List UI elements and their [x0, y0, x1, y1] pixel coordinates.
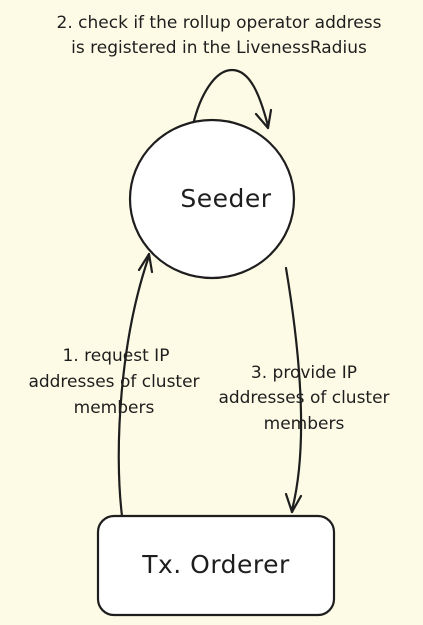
- step1-line-2: addresses of cluster: [28, 372, 199, 392]
- step3-label: 3. provide IP addresses of cluster membe…: [218, 363, 389, 434]
- request-arrow: [117, 252, 154, 518]
- orderer-label: Tx. Orderer: [141, 550, 290, 579]
- step1-line-3: members: [74, 398, 155, 418]
- orderer-node: Tx. Orderer: [96, 514, 336, 617]
- self-loop-arrow: [191, 68, 273, 130]
- step2-label: 2. check if the rollup operator address …: [57, 13, 382, 58]
- seeder-label: Seeder: [180, 184, 271, 213]
- step3-line-1: 3. provide IP: [251, 363, 357, 383]
- seeder-node: Seeder: [128, 118, 296, 280]
- step3-line-2: addresses of cluster: [218, 388, 389, 408]
- step2-line-2: is registered in the LivenessRadius: [71, 38, 367, 58]
- step1-line-1: 1. request IP: [63, 346, 170, 366]
- step1-label: 1. request IP addresses of cluster membe…: [28, 346, 199, 418]
- provide-arrow: [284, 266, 303, 514]
- step2-line-1: 2. check if the rollup operator address: [57, 13, 382, 33]
- step3-line-3: members: [264, 414, 345, 434]
